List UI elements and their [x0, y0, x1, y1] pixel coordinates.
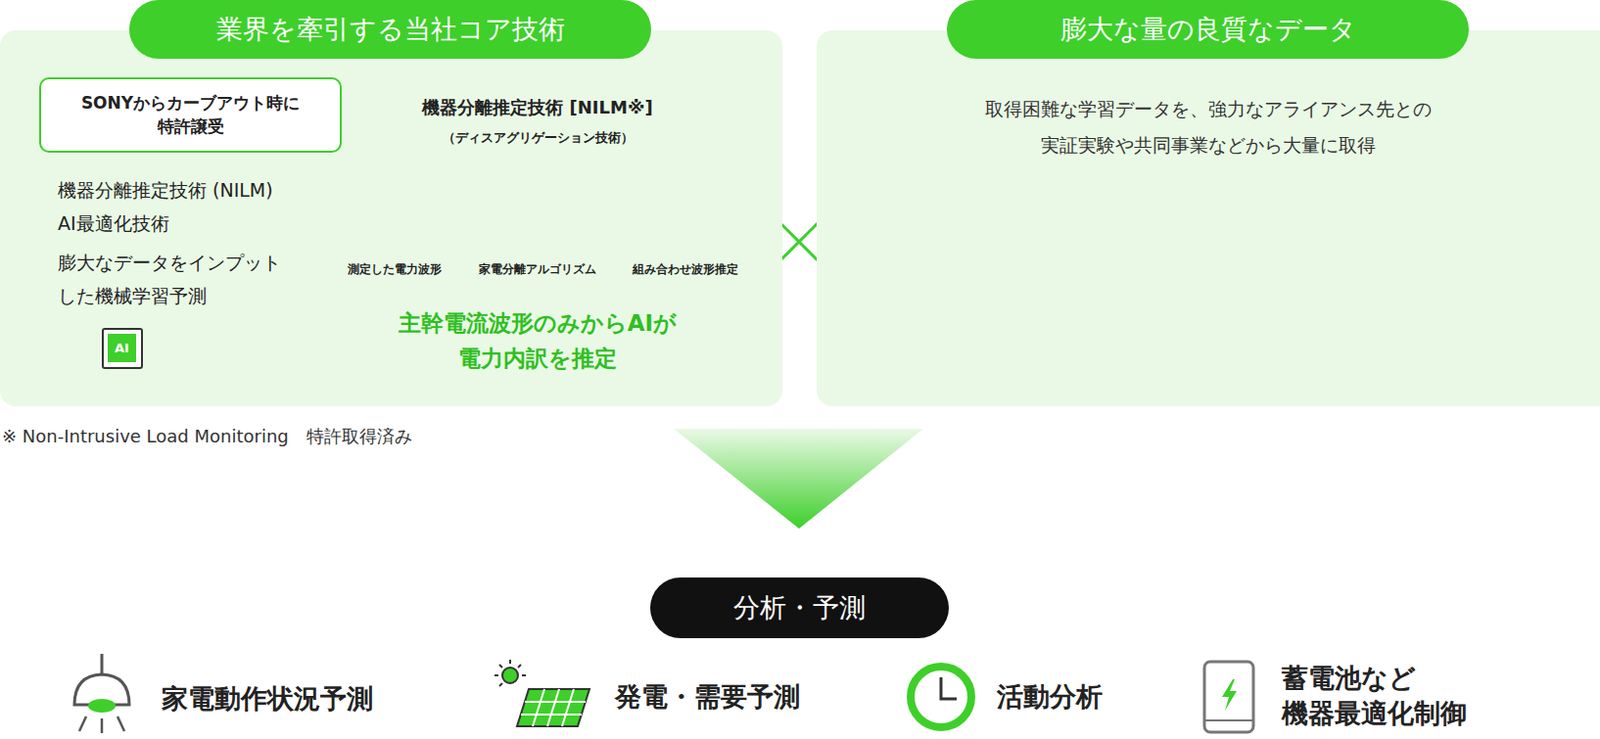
output-label: 活動分析: [996, 679, 1103, 714]
lamp-icon: [74, 654, 130, 734]
clock-icon: [910, 666, 972, 728]
section-heading: 機器分離推定技術 [NILM※]: [351, 95, 724, 119]
step-caption: 測定した電力波形: [326, 262, 464, 279]
battery-icon: [1204, 661, 1254, 733]
bullet-item: 膨大なデータをインプット した機械学習予測: [57, 245, 372, 313]
ai-chip: AI: [101, 328, 143, 370]
callout-box: SONYからカーブアウト時に 特許譲受: [39, 77, 342, 153]
section-subheading: （ディスアグリゲーション技術）: [380, 130, 695, 147]
output-label: 家電動作状況予測: [161, 681, 374, 716]
result-pill: 分析・予測: [650, 577, 949, 639]
node-heading: 業界を牽引する当社コア技術: [129, 0, 652, 59]
key-message: 主幹電流波形のみからAIが 電力内訳を推定: [361, 305, 714, 377]
flow-triangle: [673, 428, 924, 529]
footnote: ※ Non-Intrusive Load Monitoring 特許取得済み: [1, 424, 413, 448]
output-label: 発電・需要予測: [614, 679, 800, 714]
node-heading: SONYからカーブアウト時に 特許譲受: [48, 92, 332, 140]
bullet-item: 機器分離推定技術 (NILM): [57, 178, 274, 203]
node-heading: AI: [107, 333, 137, 363]
node-heading: 分析・予測: [733, 590, 866, 626]
data-panel: 膨大な量の良質なデータ取得困難な学習データを、強力なアライアンス先との 実証実験…: [816, 30, 1600, 407]
solar-icon: [494, 659, 590, 727]
output-label: 蓄電池など 機器最適化制御: [1281, 660, 1493, 732]
step-caption: 家電分離アルゴリズム: [464, 262, 612, 279]
step-caption: 組み合わせ波形推定: [616, 262, 754, 279]
node-body: 取得困難な学習データを、強力なアライアンス先との 実証実験や共同事業などから大量…: [914, 91, 1503, 164]
node-heading: 膨大な量の良質なデータ: [946, 0, 1469, 59]
bullet-item: AI最適化技術: [57, 211, 170, 236]
